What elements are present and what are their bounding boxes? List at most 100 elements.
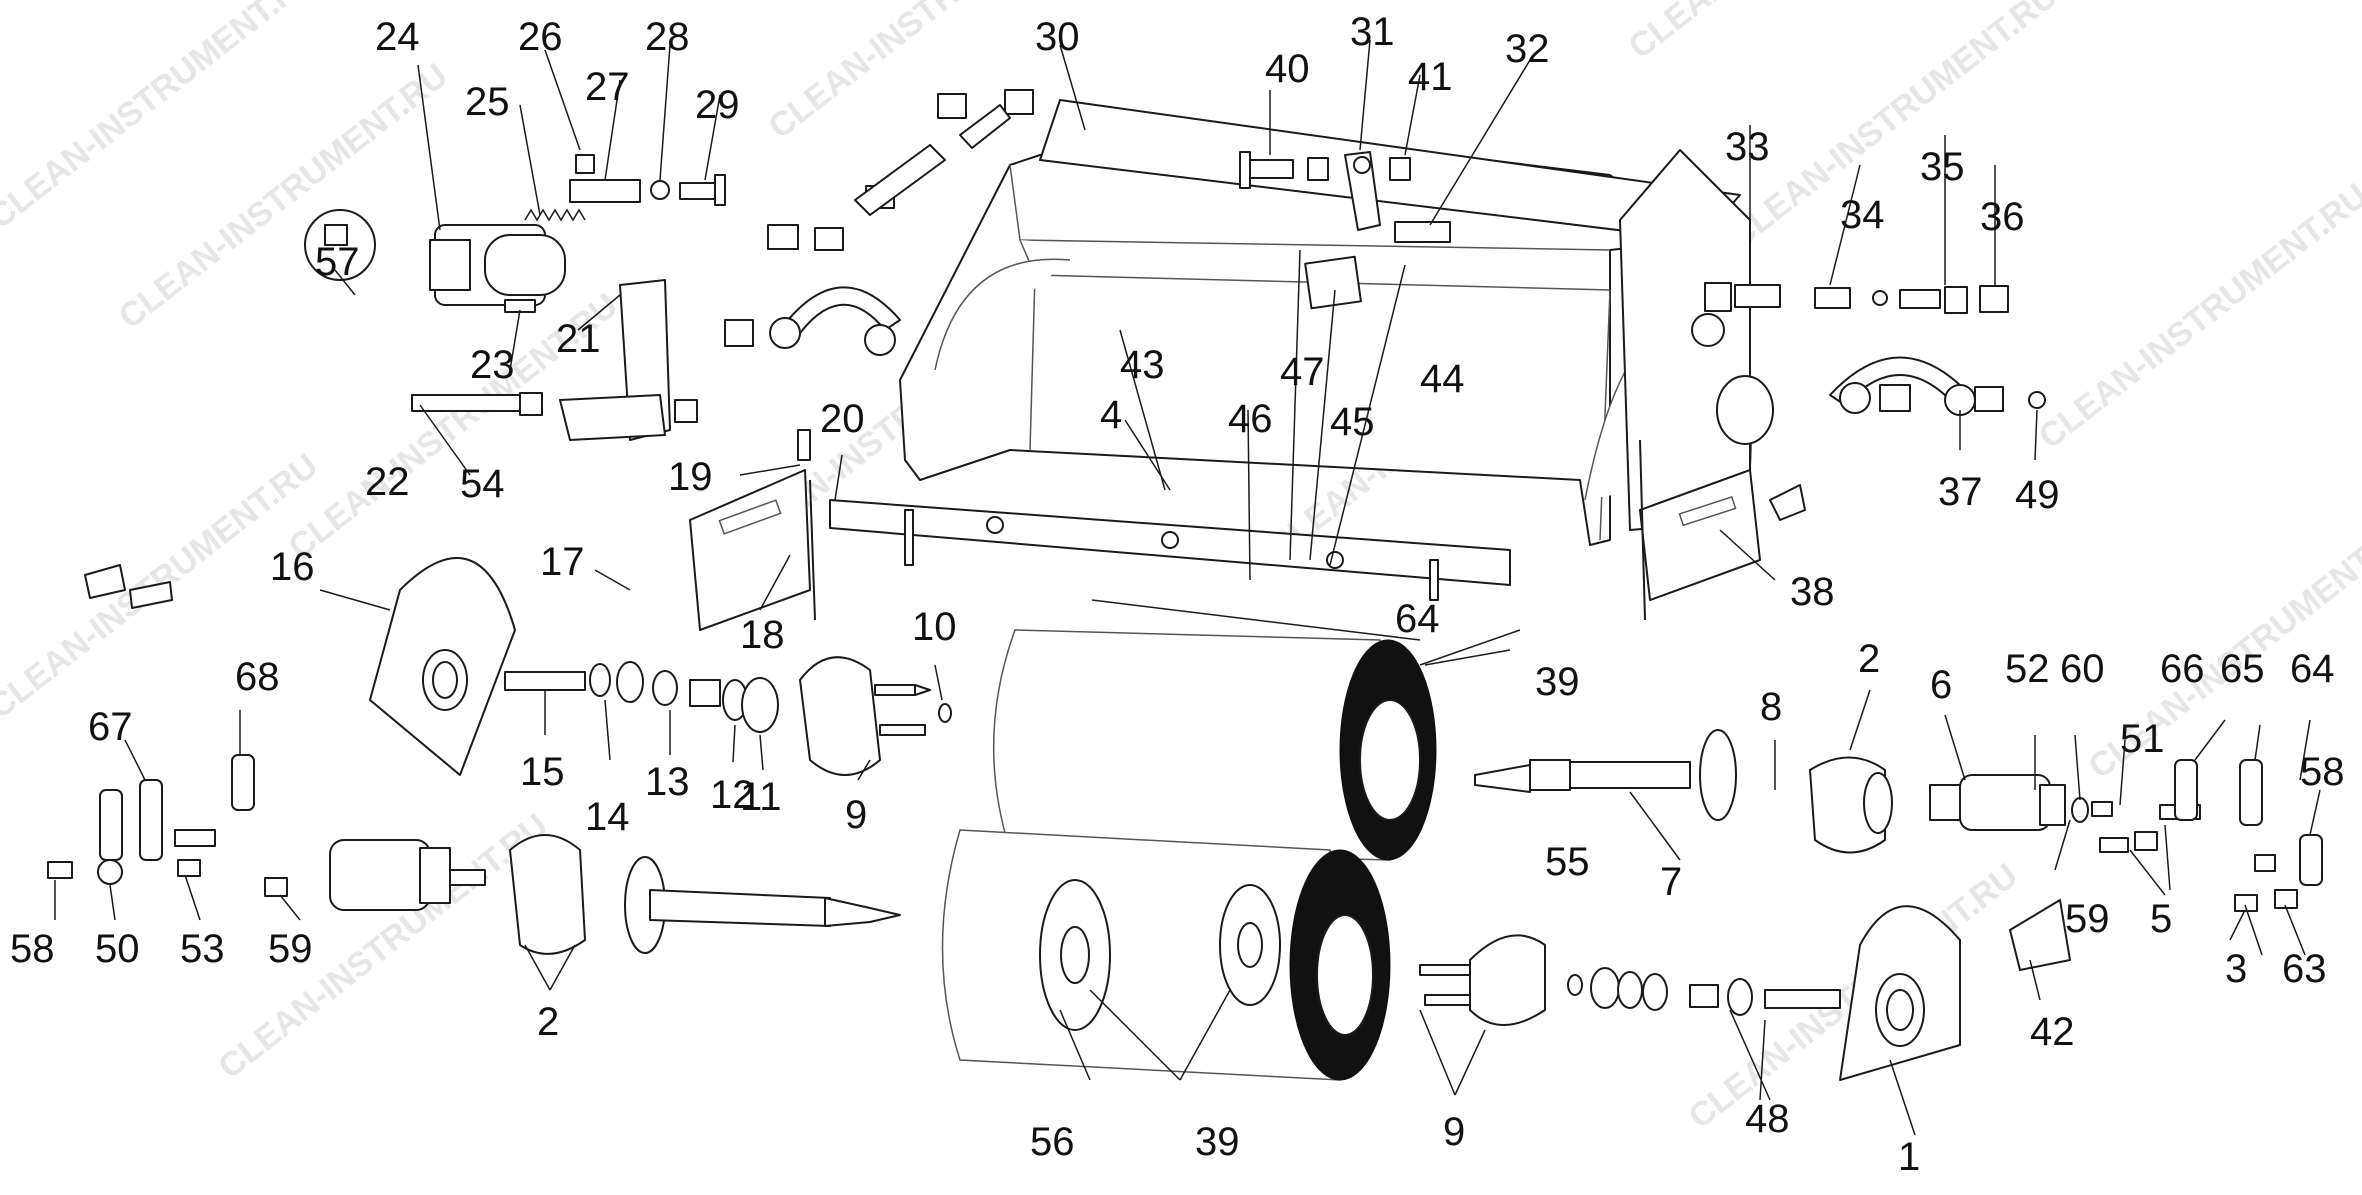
left-shaft-bearings	[504, 661, 952, 733]
callout-40: 40	[1265, 47, 1310, 91]
right-small-bracket	[2009, 899, 2071, 971]
callout-24: 24	[375, 15, 420, 59]
callout-59: 59	[268, 927, 313, 971]
callout-64: 64	[2290, 647, 2335, 691]
callout-8: 8	[1760, 685, 1782, 729]
callout-59: 59	[2065, 897, 2110, 941]
callout-29: 29	[695, 83, 740, 127]
upper-brush-roller	[992, 629, 1437, 861]
callout-15: 15	[520, 750, 565, 794]
right-hub-9	[1419, 934, 1546, 1026]
left-end-plate	[369, 557, 516, 776]
callout-11: 11	[740, 775, 782, 819]
callout-33: 33	[1725, 125, 1770, 169]
callout-labels: 1 2 2 3 4 5 6 7 8 9 9 10 11 12 13 14 15 …	[10, 10, 2345, 1179]
callout-56: 56	[1030, 1120, 1075, 1164]
right-hub-2	[1809, 756, 1893, 854]
small-clips	[84, 564, 173, 609]
callout-44: 44	[1420, 357, 1465, 401]
left-hub-9	[799, 656, 931, 776]
callout-30: 30	[1035, 15, 1080, 59]
spring-and-pins	[504, 154, 726, 313]
callout-45: 45	[1330, 400, 1375, 444]
arc-guard-left	[724, 89, 1034, 356]
callout-22: 22	[365, 460, 410, 504]
callout-47: 47	[1280, 350, 1325, 394]
callout-57: 57	[315, 240, 360, 284]
left-hub-2	[509, 834, 586, 955]
watermark-text: CLEAN-INSTRUMENT.RU	[1622, 0, 1965, 66]
callout-55: 55	[1545, 840, 1590, 884]
motor-valve-unit	[304, 209, 566, 306]
callout-37: 37	[1938, 470, 1983, 514]
callout-9: 9	[1443, 1110, 1465, 1154]
callout-10: 10	[912, 605, 957, 649]
arc-guard-right	[1716, 356, 2046, 445]
callout-2: 2	[1858, 637, 1880, 681]
callout-36: 36	[1980, 195, 2025, 239]
callout-41: 41	[1408, 55, 1453, 99]
callout-12: 12	[710, 773, 755, 817]
callout-42: 42	[2030, 1010, 2075, 1054]
callout-20: 20	[820, 397, 865, 441]
callout-23: 23	[470, 343, 515, 387]
callout-26: 26	[518, 15, 563, 59]
leader-lines	[54, 39, 2321, 1136]
right-shaft-55-7	[1474, 729, 1737, 821]
lever-arm-assembly	[411, 279, 698, 441]
callout-5: 5	[2150, 897, 2172, 941]
callout-16: 16	[270, 545, 315, 589]
callout-60: 60	[2060, 647, 2105, 691]
right-hydraulic-motor	[1929, 774, 2066, 831]
callout-9: 9	[845, 793, 867, 837]
callout-51: 51	[2120, 717, 2165, 761]
callout-2: 2	[537, 1000, 559, 1044]
callout-6: 6	[1930, 663, 1952, 707]
callout-25: 25	[465, 80, 510, 124]
callout-58: 58	[2300, 750, 2345, 794]
callout-54: 54	[460, 462, 505, 506]
callout-65: 65	[2220, 647, 2265, 691]
callout-18: 18	[740, 613, 785, 657]
top-center-pins	[1239, 151, 1451, 243]
right-bracket	[1639, 439, 1806, 621]
callout-49: 49	[2015, 473, 2060, 517]
callout-67: 67	[88, 705, 133, 749]
callout-53: 53	[180, 927, 225, 971]
callout-39: 39	[1195, 1120, 1240, 1164]
callout-31: 31	[1350, 10, 1395, 54]
callout-27: 27	[585, 65, 630, 109]
callout-50: 50	[95, 927, 140, 971]
callout-13: 13	[645, 760, 690, 804]
callout-1: 1	[1898, 1135, 1920, 1179]
callout-19: 19	[668, 455, 713, 499]
callout-14: 14	[585, 795, 630, 839]
right-end-plate	[1839, 905, 1961, 1081]
callout-46: 46	[1228, 397, 1273, 441]
callout-3: 3	[2225, 947, 2247, 991]
callout-63: 63	[2282, 947, 2327, 991]
callout-17: 17	[540, 540, 585, 584]
callout-39: 39	[1535, 660, 1580, 704]
right-bearing-stack	[1567, 967, 1841, 1016]
callout-58: 58	[10, 927, 55, 971]
right-fittings	[2071, 759, 2323, 912]
callout-38: 38	[1790, 570, 1835, 614]
callout-66: 66	[2160, 647, 2205, 691]
callout-43: 43	[1120, 343, 1165, 387]
callout-34: 34	[1840, 193, 1885, 237]
callout-35: 35	[1920, 145, 1965, 189]
callout-7: 7	[1660, 860, 1682, 904]
left-hydraulic-motor	[329, 839, 486, 911]
left-motor-hoses	[47, 754, 288, 897]
callout-28: 28	[645, 15, 690, 59]
cross-bar	[829, 499, 1511, 601]
callout-52: 52	[2005, 647, 2050, 691]
lower-brush-roller	[941, 829, 1391, 1081]
callout-68: 68	[235, 655, 280, 699]
callout-32: 32	[1505, 27, 1550, 71]
top-right-pins	[1704, 282, 2009, 314]
watermark-text: CLEAN-INSTRUMENT.RU	[2032, 176, 2362, 456]
